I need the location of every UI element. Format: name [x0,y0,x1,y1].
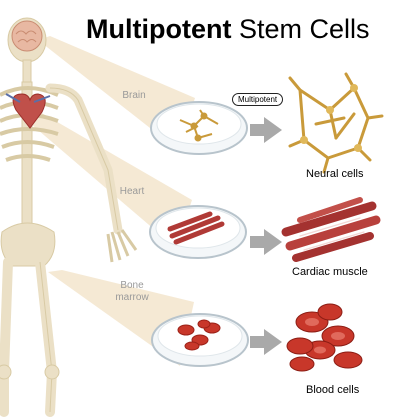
neuron-body [350,84,358,92]
muscle-fibers [167,211,225,245]
arrow-neural [250,117,282,143]
source-label-brain: Brain [122,90,146,101]
blood-cluster [177,319,221,351]
result-label-cardiac: Cardiac muscle [292,266,368,278]
source-label-bone-marrow-line1: Bone [120,280,144,291]
brain-dish [150,101,248,155]
result-label-blood: Blood cells [306,384,360,396]
cardiac-muscle-image [281,197,381,262]
heart-dish [149,205,247,259]
result-label-neural: Neural cells [306,168,364,180]
page-title: Multipotent Stem Cells [86,14,370,45]
neuron-body [326,106,334,114]
marrow-dish [151,313,249,367]
neural-cluster [179,109,219,142]
neural-cells-image [288,72,384,174]
source-label-bone-marrow-line2: marrow [115,292,149,303]
heart-icon [12,93,46,129]
brain-icon [11,20,43,52]
blood-cells-image [286,303,363,372]
title-bold: Multipotent [86,14,232,44]
arrow-blood [250,329,282,355]
source-label-heart: Heart [119,186,145,197]
neuron-body [300,136,308,144]
neuron-body [354,144,362,152]
multipotent-badge: Multipotent [232,93,284,106]
arrow-cardiac [250,229,282,255]
title-rest: Stem Cells [238,14,370,44]
source-label-bone-marrow: Bone marrow [110,280,154,304]
skeleton-figure [0,17,138,417]
